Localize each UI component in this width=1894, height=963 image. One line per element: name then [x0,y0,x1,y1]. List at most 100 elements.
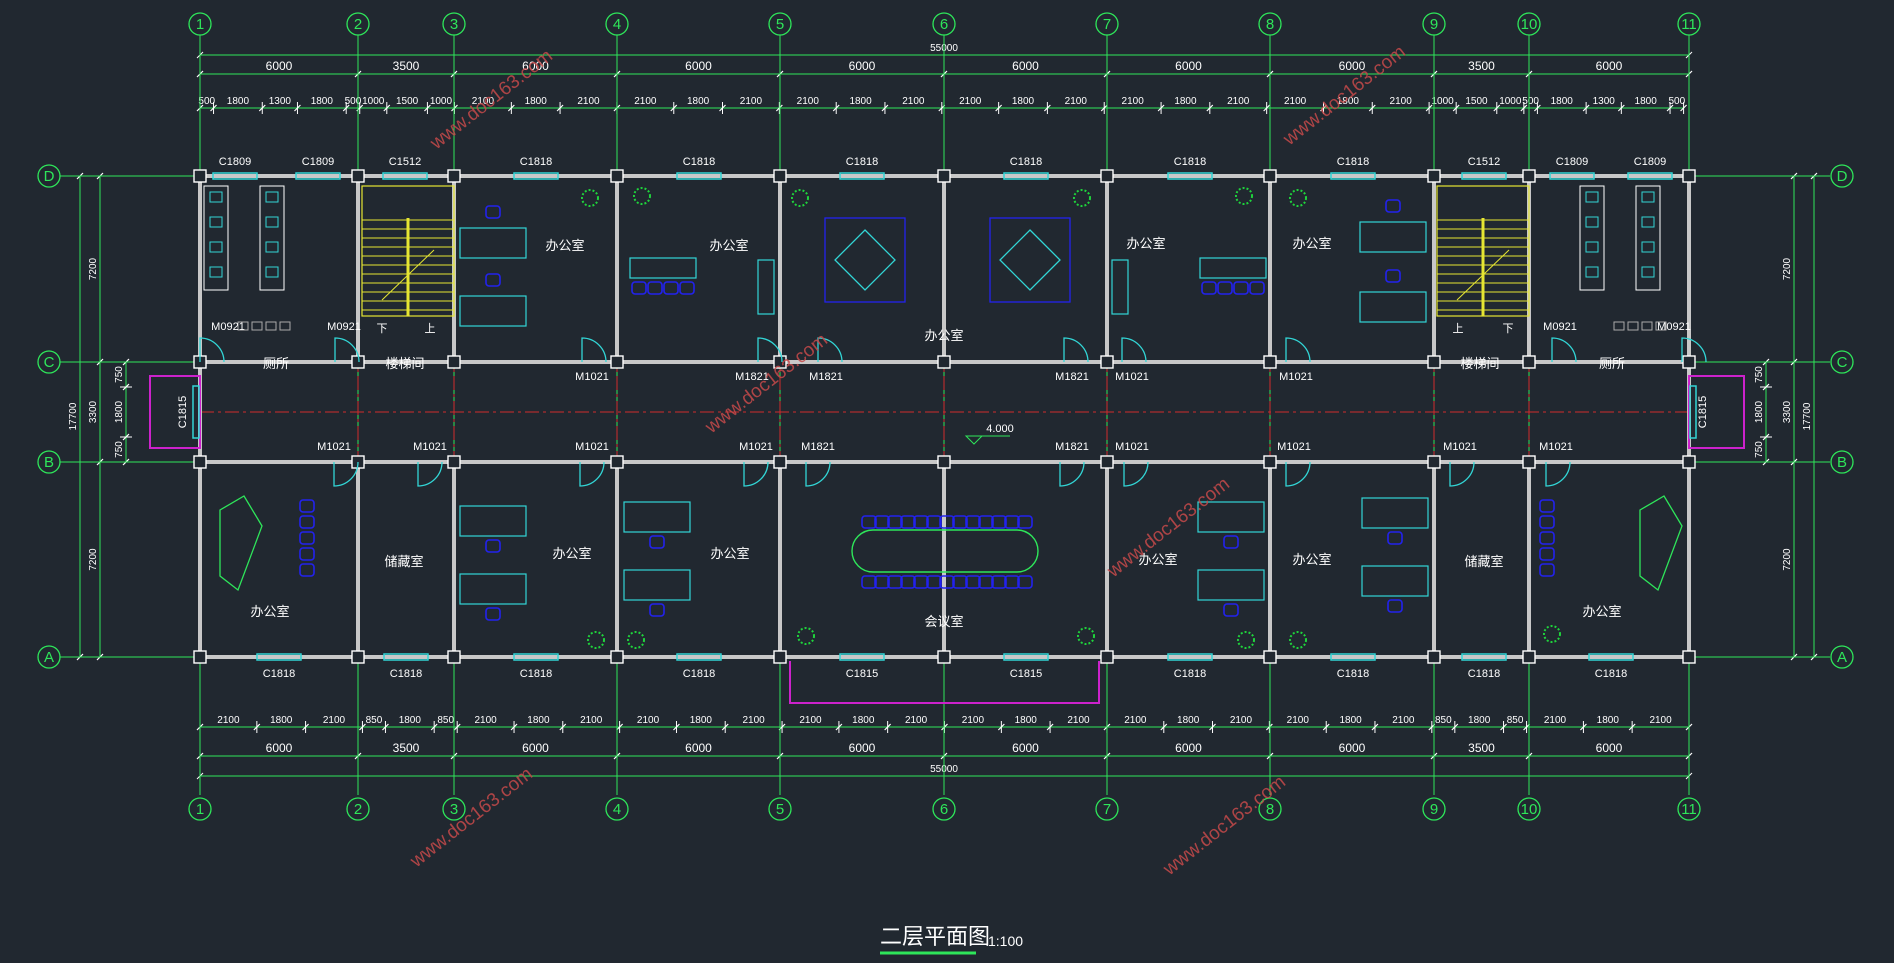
dimension-label-vertical: 750 [1754,441,1765,458]
axis-bubble [1095,797,1119,821]
door-label-upper: M1821 [1055,371,1089,383]
dimension-label: 2100 [323,715,346,726]
dimension-slash [1425,104,1433,112]
office-chair [1539,563,1555,577]
window-label-top: C1818 [1010,156,1042,168]
room-label-upper: 办公室 [545,238,584,253]
axis-bubble [442,12,466,36]
office-chair [1385,269,1401,283]
dimension-slash [1100,104,1108,112]
dimension-slash [1263,104,1271,112]
axis-bubble [768,797,792,821]
dimension-label: 3500 [1468,741,1495,755]
dimension-slash [1680,104,1688,112]
window-label-top: C1818 [1174,156,1206,168]
structural-column [610,355,624,369]
conference-chair [913,575,929,589]
toilet-fixture [1585,266,1599,278]
window-top [1003,172,1049,180]
office-desk [1361,497,1429,529]
furniture [203,185,1683,649]
room-label-lower: 办公室 [1138,552,1177,567]
office-desk [623,569,691,601]
conference-chair [900,575,916,589]
conference-chair [1017,575,1033,589]
conference-chair [978,575,994,589]
axis-bubble-label: 6 [940,801,948,818]
office-chair [1223,535,1239,549]
window-bottom [839,653,885,661]
wash-basin [1627,321,1639,331]
room-label-upper: 厕所 [1599,356,1625,371]
wash-basin [237,321,249,331]
room-label-upper: 楼梯间 [1460,356,1499,371]
dimension-slash [342,104,350,112]
dimension-slash [884,723,892,731]
door-upper [1285,337,1311,363]
dimension-slash [1520,104,1528,112]
dimension-label: 1800 [687,96,710,107]
structural-column [1100,650,1114,664]
door-upper [817,337,843,363]
structural-column [351,169,365,183]
dimension-label: 2100 [797,96,820,107]
window-top [382,172,428,180]
side-window [192,385,200,439]
axis-bubble-label: 4 [613,801,621,818]
dimension-label: 1800 [852,715,875,726]
axis-bubble-label: 10 [1521,16,1538,33]
structural-column [937,455,951,469]
structural-column [1522,355,1536,369]
window-label-top: C1809 [1634,156,1666,168]
dimension-label: 6000 [1175,741,1202,755]
window-bottom [383,653,429,661]
window-label-top: C1818 [520,156,552,168]
dimension-label: 2100 [1065,96,1088,107]
dimension-label-vertical: 3300 [88,400,99,423]
axis-bubble [1677,12,1701,36]
door-lower [743,461,769,487]
door-label-upper: M1821 [809,371,843,383]
door-lower [579,461,605,487]
axis-bubble [768,12,792,36]
window-label-bottom: C1818 [263,668,295,680]
axis-bubble [346,797,370,821]
toilet-fixture [1585,216,1599,228]
window-label-top: C1818 [846,156,878,168]
axis-bubble-label: 1 [196,16,204,33]
structural-column [1263,650,1277,664]
dimension-label: 1800 [1177,715,1200,726]
door-label-lower: M1021 [1539,441,1573,453]
conference-table [851,529,1039,573]
dimension-label: 6000 [1596,59,1623,73]
door-label-lower: M1021 [739,441,773,453]
axis-bubble [37,164,61,188]
dimension-slash [670,104,678,112]
wash-basin [1655,321,1667,331]
dimension-slash [1493,104,1501,112]
dimension-label: 500 [198,96,215,107]
dimension-label: 850 [1435,715,1452,726]
toilet-fixture [1585,241,1599,253]
dimension-label: 2100 [1124,715,1147,726]
room-label-lower: 办公室 [552,546,591,561]
office-chair [1539,547,1555,561]
stair-direction-label: 下 [377,323,388,335]
conference-chair [952,515,968,529]
conference-chair [874,515,890,529]
window-label-side: C1815 [1697,396,1709,428]
room-label-lower: 办公室 [710,546,749,561]
plant-icon [587,631,605,649]
window-bottom [256,653,302,661]
axis-bubble [1830,645,1854,669]
dimension-label: 2100 [1390,96,1413,107]
sofa [757,259,775,315]
dimension-label: 6000 [849,741,876,755]
door-upper [1063,337,1089,363]
dimension-label: 1800 [270,715,293,726]
office-desk [1197,501,1265,533]
plant-icon [1289,631,1307,649]
door-lower [1059,461,1085,487]
dimension-label: 6000 [1596,741,1623,755]
room-label-lower: 办公室 [1582,604,1621,619]
